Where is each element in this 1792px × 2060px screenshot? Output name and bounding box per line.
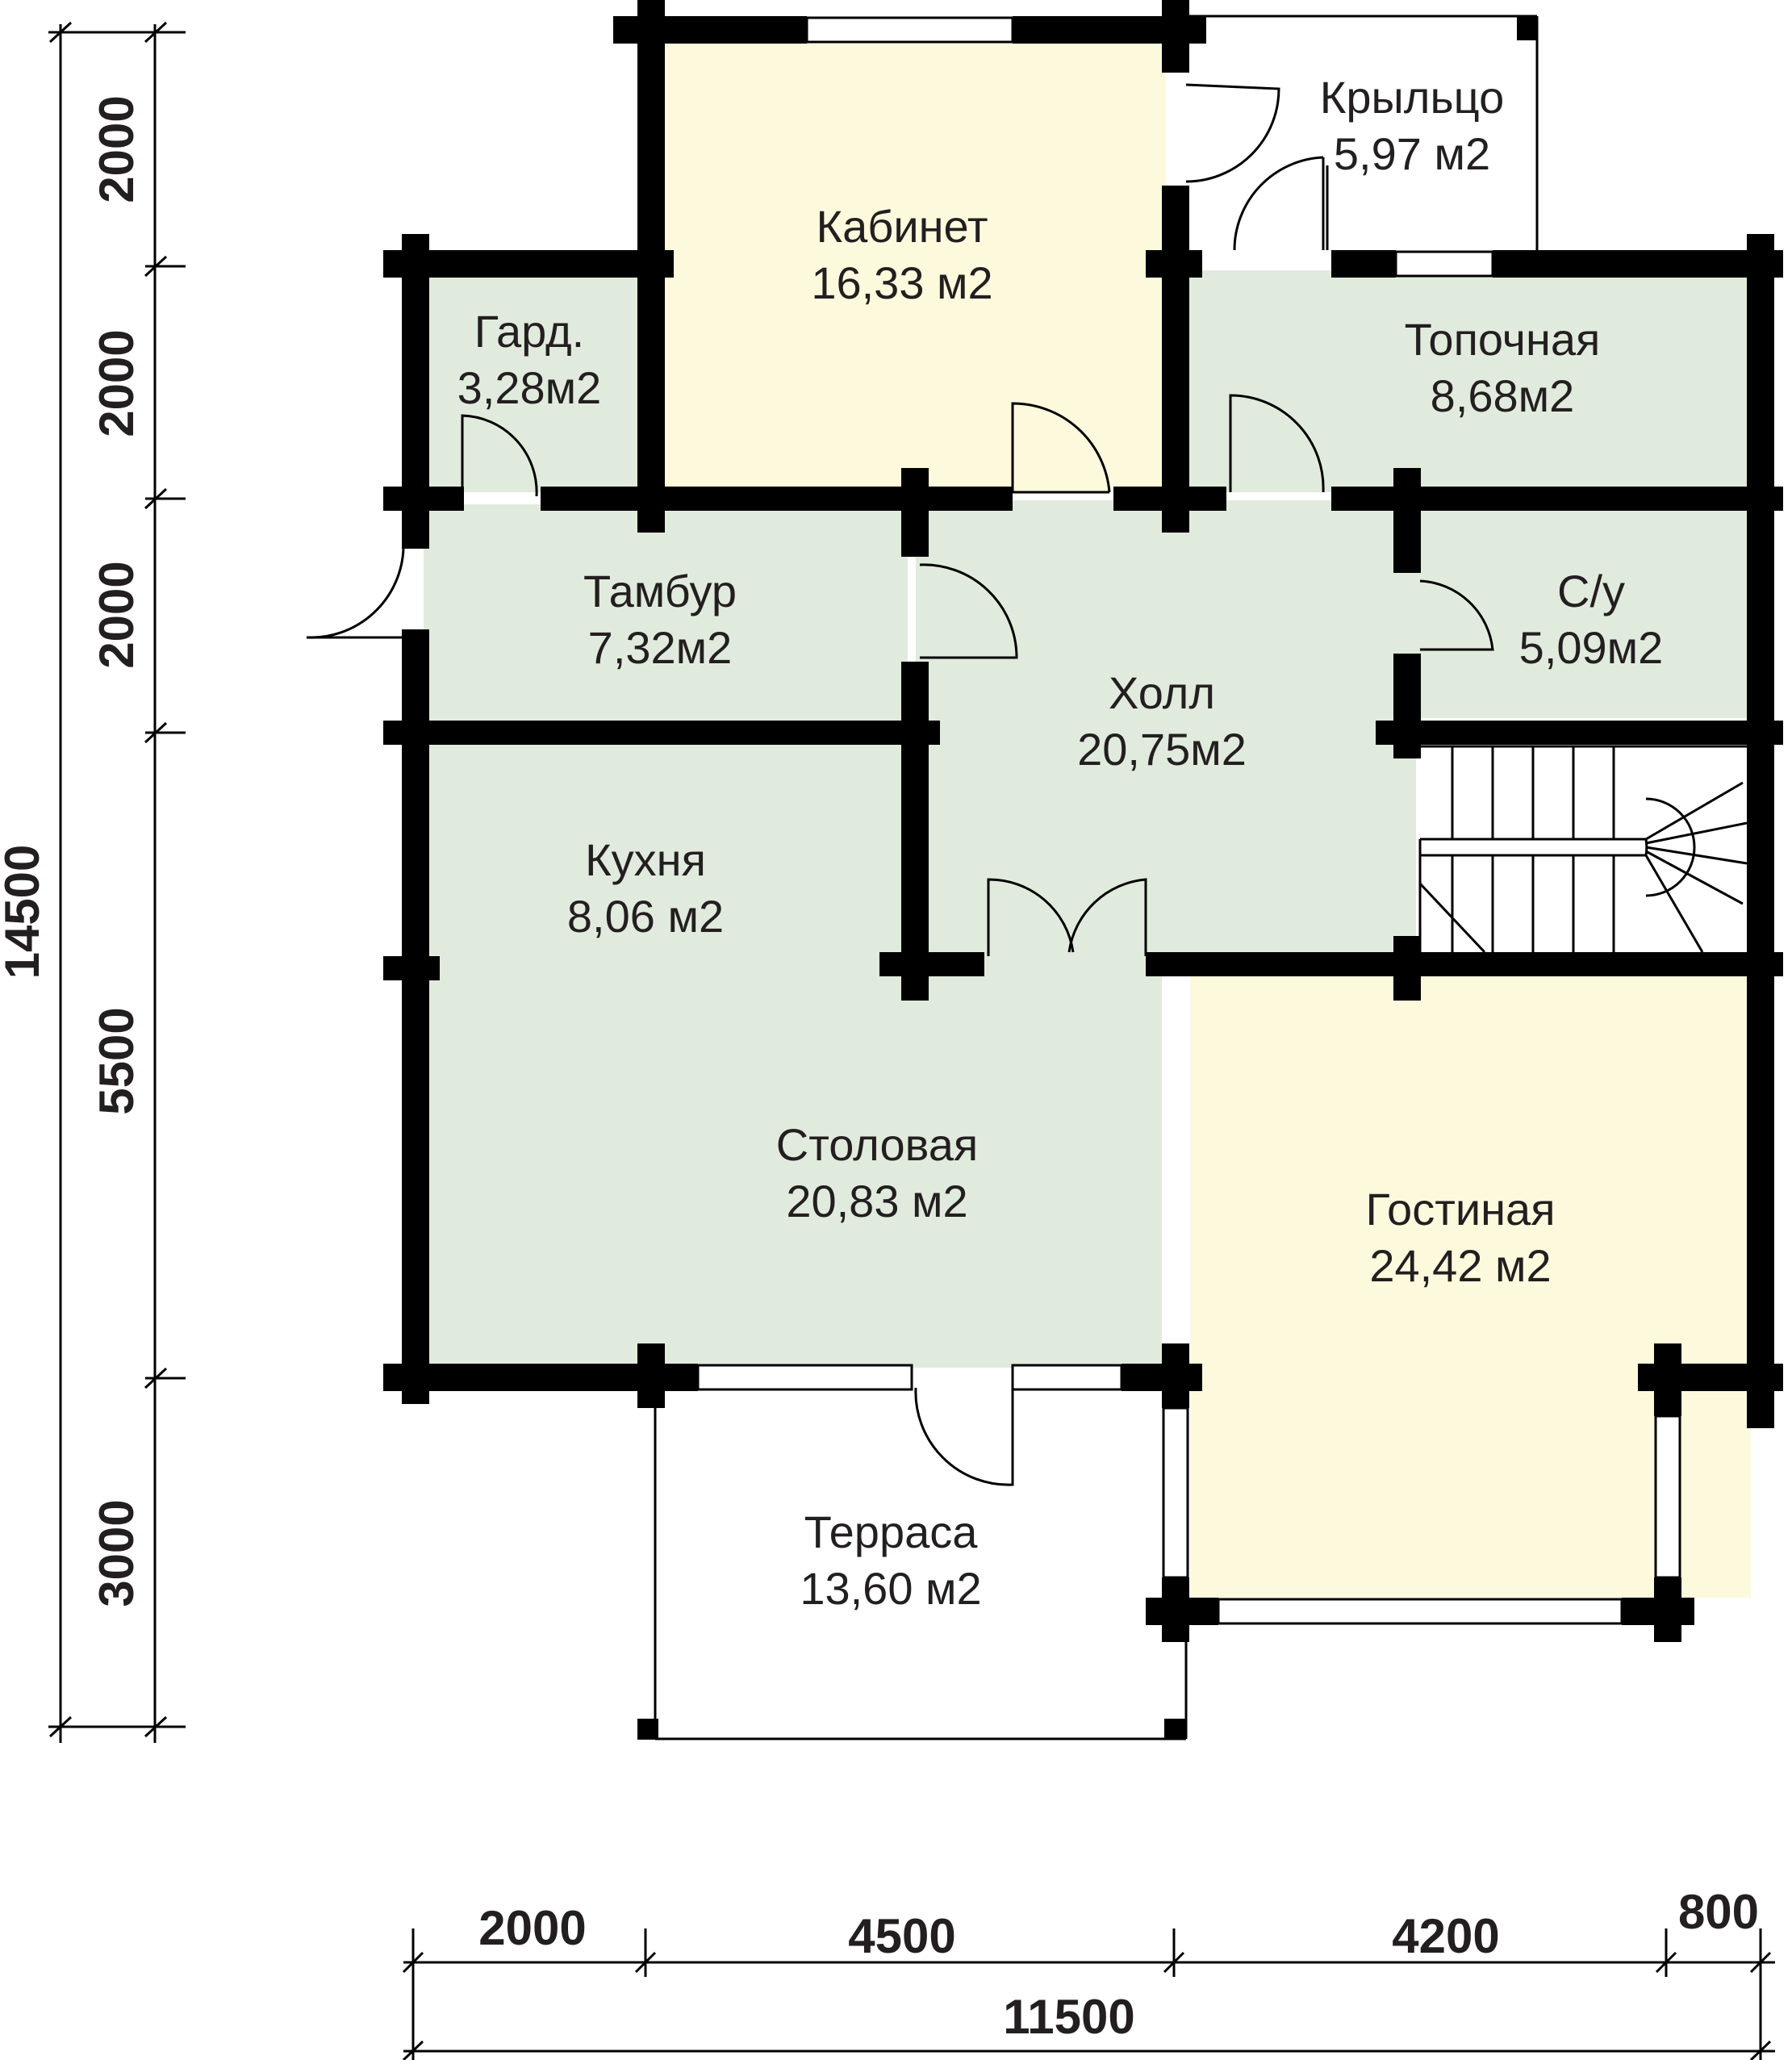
kabinet-area: 16,33 м2 <box>811 257 992 308</box>
door-tambur <box>919 563 1018 659</box>
dim-total-horizontal: 11500 <box>1003 1990 1135 2044</box>
horizontal-dimensions: 2000 4500 4200 800 11500 <box>402 1885 1775 2060</box>
dim-v-seg-2: 2000 <box>90 329 144 437</box>
terrace-outline <box>654 1384 1188 1740</box>
door-topochnaya <box>1229 394 1325 493</box>
windows <box>696 16 1681 1625</box>
door-gard <box>461 414 538 497</box>
dim-v-seg-3: 2000 <box>90 561 144 668</box>
gostinaya-name: Гостиная <box>1365 1184 1555 1235</box>
gostinaya-bay-fill <box>1190 1372 1670 1598</box>
stolovaya-area: 20,83 м2 <box>786 1176 967 1226</box>
window-gostinaya-left <box>1162 1406 1189 1579</box>
holl-area: 20,75м2 <box>1077 724 1247 775</box>
krylco-area: 5,97 м2 <box>1334 128 1490 179</box>
su-fill <box>1416 500 1751 718</box>
holl-fill <box>916 500 1416 952</box>
dim-h-seg-1: 2000 <box>478 1901 586 1955</box>
door-terrace <box>914 1387 1014 1486</box>
door-entrance <box>306 548 405 639</box>
topochnaya-area: 8,68м2 <box>1431 370 1575 421</box>
tambur-name: Тамбур <box>583 566 737 616</box>
window-kabinet <box>805 16 1014 44</box>
door-holl-right <box>1067 878 1147 956</box>
kuhnya-fill <box>424 734 908 960</box>
holl-name: Холл <box>1109 667 1215 718</box>
doors <box>306 83 1494 1486</box>
topochnaya-name: Топочная <box>1405 314 1601 365</box>
kabinet-fill <box>654 32 1166 492</box>
kabinet-name: Кабинет <box>817 201 988 252</box>
window-stolovaya-1 <box>696 1364 913 1391</box>
door-porch-outer <box>1185 83 1280 183</box>
window-gostinaya-bottom <box>1217 1598 1623 1625</box>
dim-h-seg-2: 4500 <box>848 1909 955 1963</box>
terrasa-area: 13,60 м2 <box>800 1563 981 1614</box>
su-area: 5,09м2 <box>1519 622 1664 673</box>
tambur-area: 7,32м2 <box>588 622 733 673</box>
door-holl-left <box>987 878 1075 956</box>
dim-v-seg-5: 3000 <box>90 1499 144 1607</box>
dim-v-seg-1: 2000 <box>90 95 144 203</box>
dim-h-seg-3: 4200 <box>1392 1909 1499 1963</box>
dim-total-vertical: 14500 <box>0 845 49 980</box>
gard-area: 3,28м2 <box>457 362 602 413</box>
room-fills <box>413 32 1751 1598</box>
walls <box>383 0 1783 1740</box>
kuhnya-area: 8,06 м2 <box>567 891 724 942</box>
gostinaya-area: 24,42 м2 <box>1369 1240 1551 1291</box>
staircase <box>1418 745 1748 954</box>
kuhnya-name: Кухня <box>585 834 706 885</box>
window-stolovaya-2 <box>1011 1364 1123 1391</box>
door-su <box>1419 579 1494 651</box>
topochnaya-fill <box>1186 270 1751 492</box>
room-labels: Кабинет 16,33 м2 Крыльцо 5,97 м2 Гард. 3… <box>457 72 1664 1614</box>
door-kabinet <box>1011 402 1111 494</box>
dim-h-seg-4: 800 <box>1678 1885 1759 1939</box>
vertical-dimensions: 14500 2000 2000 2000 5500 3000 <box>0 21 186 1743</box>
tambur-fill <box>424 504 908 722</box>
porch-outline <box>1186 15 1539 250</box>
gard-name: Гард. <box>474 306 584 357</box>
su-name: С/у <box>1557 566 1625 616</box>
dim-v-seg-4: 5500 <box>90 1007 144 1114</box>
staircase-fill <box>1416 746 1751 960</box>
window-gostinaya-right <box>1654 1414 1681 1579</box>
stolovaya-name: Столовая <box>776 1119 978 1170</box>
stolovaya-fill <box>424 952 1162 1368</box>
terrasa-name: Терраса <box>804 1506 979 1557</box>
door-porch-inner <box>1233 156 1325 251</box>
window-topochnaya <box>1394 250 1494 278</box>
krylco-name: Крыльцо <box>1320 72 1504 123</box>
